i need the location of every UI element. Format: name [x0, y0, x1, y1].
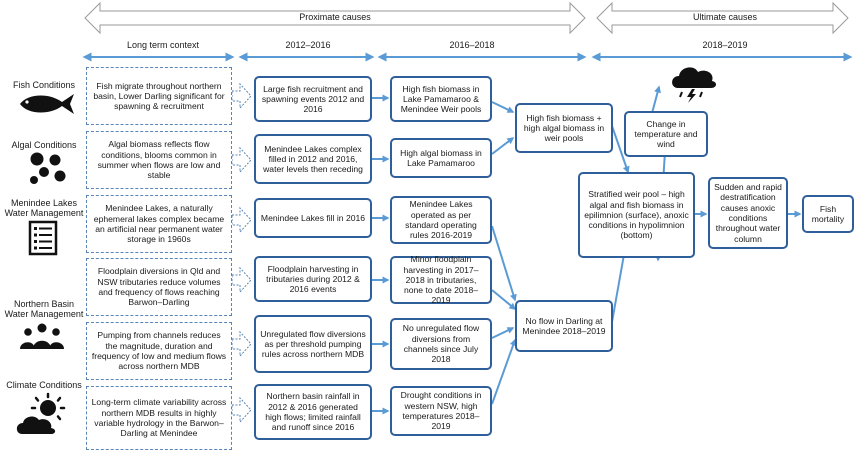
block-arrow-1: [231, 82, 252, 110]
category-label-algal: Algal Conditions: [11, 140, 77, 150]
p2016-box: Drought conditions in western NSW, high …: [390, 386, 492, 436]
p2012-box: Floodplain harvesting in tributaries dur…: [254, 256, 372, 302]
period-2018-2019-header: 2018–2019: [702, 40, 748, 50]
proximate-header-arrow: [84, 1, 586, 35]
long-term-context-header: Long term context: [126, 40, 200, 50]
destratification-box: Sudden and rapid destratification causes…: [708, 177, 788, 249]
context-box: Algal biomass reflects flow conditions, …: [86, 131, 232, 189]
stratified-weir-pool-box: Stratified weir pool – high algal and fi…: [578, 172, 695, 258]
fish-algal-biomass-box: High fish biomass + high algal biomass i…: [515, 103, 613, 153]
block-arrow-2: [231, 146, 252, 174]
block-arrow-3: [231, 206, 252, 234]
p2012-to-p2016-arrows: [372, 94, 390, 415]
p2012-box: Unregulated flow diversions as per thres…: [254, 315, 372, 373]
category-label-climate: Climate Conditions: [6, 380, 82, 390]
p2012-box: Large fish recruitment and spawning even…: [254, 76, 372, 122]
context-box: Long-term climate variability across nor…: [86, 386, 232, 450]
context-box: Fish migrate throughout northern basin, …: [86, 67, 232, 125]
fish-mortality-box: Fish mortality: [802, 195, 854, 233]
category-label-menindee: Menindee Lakes Water Management: [4, 198, 84, 219]
block-arrow-5: [231, 330, 252, 358]
context-box: Pumping from channels reduces the magnit…: [86, 322, 232, 380]
p2016-to-mid-arrows: [491, 101, 517, 405]
fish-icon: [20, 94, 74, 114]
storm-cloud-icon: [672, 67, 717, 103]
p2012-box: Northern basin rainfall in 2012 & 2016 g…: [254, 384, 372, 440]
context-block-arrows: [231, 82, 252, 424]
p2016-box: High fish biomass in Lake Pamamaroo & Me…: [390, 76, 492, 122]
category-label-fish: Fish Conditions: [12, 80, 76, 90]
no-flow-darling-box: No flow in Darling at Menindee 2018–2019: [515, 300, 613, 352]
category-label-northern-basin: Northern Basin Water Management: [4, 299, 84, 320]
ultimate-header-arrow: [596, 1, 849, 35]
period-2016-2018-header: 2016–2018: [449, 40, 495, 50]
temperature-wind-box: Change in temperature and wind: [624, 111, 708, 157]
context-box: Floodplain diversions in Qld and NSW tri…: [86, 258, 232, 316]
p2012-box: Menindee Lakes fill in 2016: [254, 198, 372, 238]
p2016-box: No unregulated flow diversions from chan…: [390, 318, 492, 370]
p2016-box: Minor floodplain harvesting in 2017–2018…: [390, 254, 492, 305]
checklist-icon: [28, 220, 58, 256]
proximate-causes-header: Proximate causes: [299, 12, 371, 22]
p2016-box: Menindee Lakes operated as per standard …: [390, 196, 492, 244]
context-box: Menindee Lakes, a naturally ephemeral la…: [86, 195, 232, 253]
period-2012-2016-header: 2012–2016: [285, 40, 331, 50]
block-arrow-6: [231, 396, 252, 424]
sun-cloud-icon: [16, 392, 66, 434]
p2016-box: High algal biomass in Lake Pamamaroo: [390, 138, 492, 178]
ultimate-causes-header: Ultimate causes: [692, 12, 758, 22]
p2012-box: Menindee Lakes complex filled in 2012 an…: [254, 134, 372, 184]
people-group-icon: [20, 323, 64, 349]
block-arrow-4: [231, 266, 252, 294]
algae-dots-icon: [30, 152, 66, 184]
